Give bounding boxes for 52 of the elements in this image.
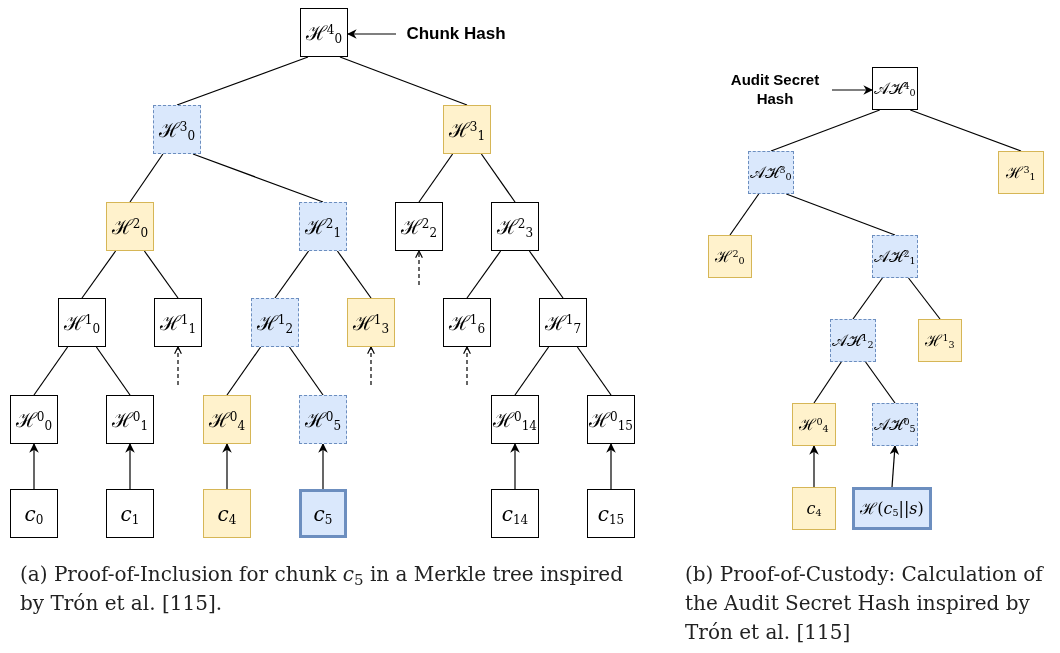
tree-link-line: [514, 346, 550, 396]
arrow: [415, 250, 423, 286]
hash-node-box: c$_{14}$: [491, 489, 539, 538]
tree-link-line: [418, 153, 454, 203]
tree-link-line: [176, 56, 309, 106]
tree-link-line: [274, 250, 310, 299]
tree-link-line: [129, 153, 164, 203]
tree-link-line: [785, 193, 896, 236]
arrow: [318, 443, 328, 490]
tree-link-line: [480, 153, 516, 203]
annotation-text: Audit Secret Hash: [720, 68, 830, 112]
arrow: [831, 85, 873, 95]
arrow: [510, 443, 520, 490]
tree-link-line: [813, 361, 842, 404]
arrow: [347, 29, 397, 39]
tree-link-line: [143, 250, 179, 299]
tree-link-line: [336, 250, 372, 299]
tree-link-line: [33, 346, 69, 396]
arrow: [889, 445, 900, 488]
tree-link-line: [770, 109, 881, 152]
tree-link-line: [466, 250, 502, 299]
tree-link-line: [288, 346, 324, 396]
figure-caption: (b) Proof-of-Custody: Calculation of the Audit Secret Hash inspired by Trón et al. [115]: [685, 561, 1045, 646]
arrow: [606, 443, 616, 490]
tree-link-line: [729, 193, 760, 236]
hash-node-box: c$_{1}$: [106, 489, 154, 538]
figure-caption: (a) Proof-of-Inclusion for chunk c$_{5}$ in a Merkle tree inspired by Trón et al. [115].: [20, 561, 624, 617]
arrow: [174, 346, 182, 386]
tree-link-line: [528, 250, 564, 299]
tree-link-line: [852, 277, 883, 320]
hash-node-box: c$_{4}$: [792, 487, 836, 530]
tree-link-line: [576, 346, 612, 396]
annotation-text: Chunk Hash: [398, 22, 514, 46]
tree-link-line: [907, 277, 941, 320]
arrow: [367, 346, 375, 386]
tree-link-line: [192, 153, 324, 203]
hash-node-box: c$_{4}$: [203, 489, 251, 538]
hash-node-box: c$_{0}$: [10, 489, 58, 538]
arrow: [125, 443, 135, 490]
tree-link-line: [865, 361, 896, 404]
hash-node-box: ℋ(c$_{5}$||s): [852, 487, 932, 530]
hash-node-box: c$_{15}$: [587, 489, 635, 538]
arrow: [809, 445, 819, 488]
tree-link-line: [81, 250, 117, 299]
arrow: [222, 443, 232, 490]
tree-link-line: [339, 56, 468, 106]
tree-link-line: [226, 346, 262, 396]
hash-node-box: c$_{5}$: [299, 489, 347, 538]
arrow: [463, 346, 471, 386]
arrow: [29, 443, 39, 490]
tree-link-line: [95, 346, 131, 396]
tree-link-line: [909, 109, 1022, 152]
